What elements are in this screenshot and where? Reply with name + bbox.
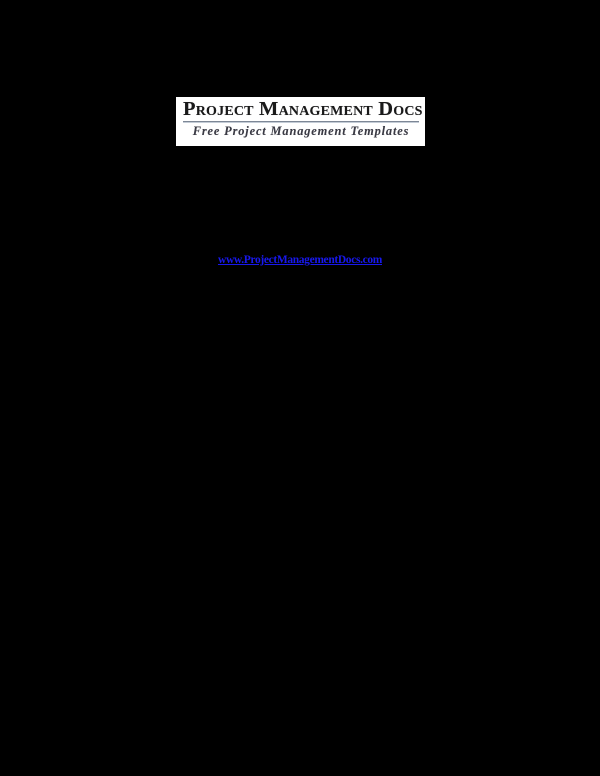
logo-title: Project Management Docs (183, 98, 423, 120)
site-link-container: www.ProjectManagementDocs.com (0, 250, 600, 268)
logo-tagline: Free Project Management Templates (192, 124, 410, 138)
site-logo: Project Management Docs Free Project Man… (176, 97, 425, 146)
page-blank-body (0, 280, 600, 776)
logo-divider (183, 121, 419, 122)
site-url-link[interactable]: www.ProjectManagementDocs.com (217, 254, 382, 266)
